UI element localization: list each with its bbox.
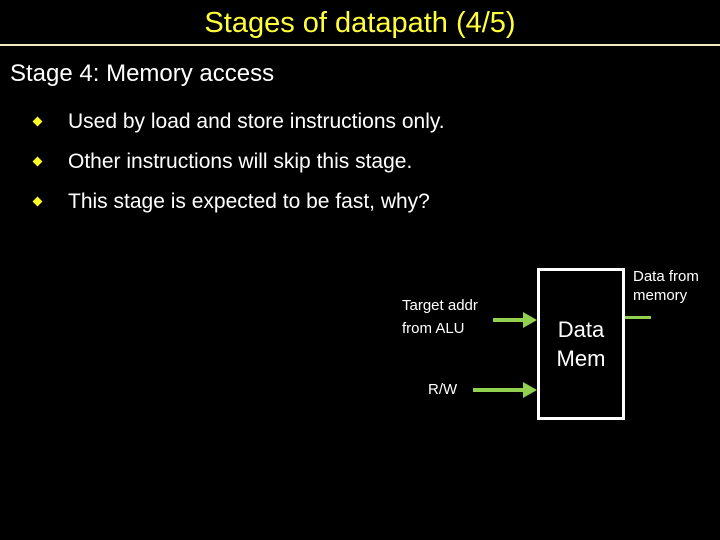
diamond-bullet-icon [32, 156, 43, 167]
list-item: This stage is expected to be fast, why? [0, 182, 700, 222]
rw-label: R/W [428, 381, 458, 398]
output-wire [625, 316, 651, 319]
bullet-text: This stage is expected to be fast, why? [68, 190, 430, 213]
data-from-memory-label-line2: memory [633, 287, 688, 304]
data-from-memory-label-line1: Data from [633, 268, 699, 285]
target-addr-label-line1: Target addr [402, 297, 478, 314]
slide-title: Stages of datapath (4/5) [204, 7, 516, 39]
right-arrow-icon [493, 312, 537, 328]
diamond-bullet-icon [32, 116, 43, 127]
data-mem-label-line1: Data [557, 317, 605, 342]
list-item: Used by load and store instructions only… [0, 102, 700, 142]
list-item: Other instructions will skip this stage. [0, 142, 700, 182]
bullet-text: Used by load and store instructions only… [68, 110, 445, 133]
data-mem-block: Data Mem [537, 268, 625, 420]
target-addr-label-line2: from ALU [402, 320, 465, 337]
bullet-text: Other instructions will skip this stage. [68, 150, 413, 173]
diamond-bullet-icon [32, 196, 43, 207]
bullet-list: Used by load and store instructions only… [0, 102, 700, 222]
target-addr-label: Target addr from ALU [402, 294, 478, 340]
data-from-memory-label: Data from memory [633, 267, 699, 305]
data-mem-label-line2: Mem [556, 346, 606, 371]
title-underline-rule [0, 44, 720, 46]
right-arrow-icon [473, 382, 537, 398]
section-heading: Stage 4: Memory access [10, 60, 275, 87]
